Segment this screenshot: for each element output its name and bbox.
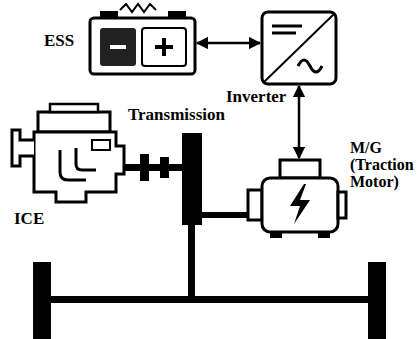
battery-ess: ESS [90,10,195,74]
traction-motor: M/G (Traction Motor) [248,160,346,238]
inverter-box: Inverter [262,12,336,84]
power-flow-arrow [197,42,260,45]
node-label: ESS [44,32,74,50]
part-label: Transmission [128,106,225,124]
node-label: Inverter [226,88,286,106]
part-label: ICE [14,210,44,228]
power-flow-arrow [298,86,301,158]
node-label: M/G (Traction Motor) [350,140,420,190]
